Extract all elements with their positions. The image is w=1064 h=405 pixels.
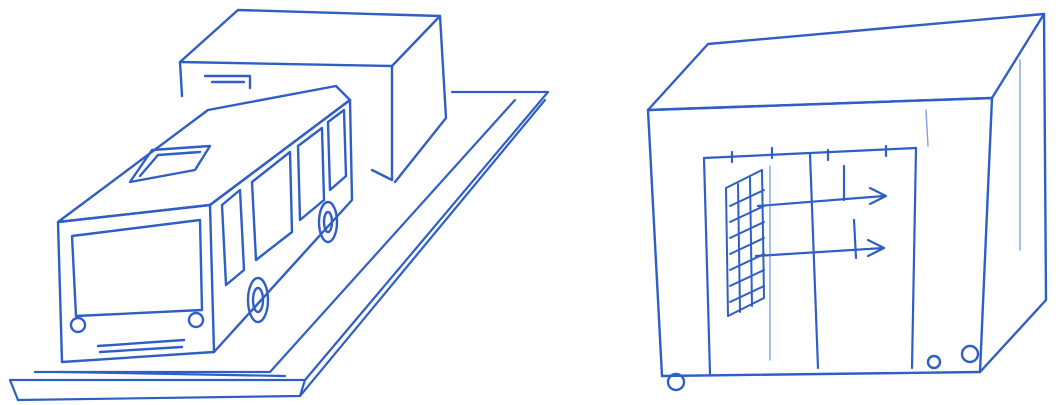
- bus-scanner-sketch: [0, 0, 560, 405]
- scanner-gate: [180, 10, 446, 182]
- bus-scanner-drawing: [0, 0, 560, 405]
- scanner-tunnel-sketch: [600, 0, 1064, 405]
- scanner-tunnel-drawing: [600, 0, 1064, 405]
- tunnel-opening: [704, 146, 916, 374]
- bus-body: [58, 86, 352, 362]
- detector-panel: [726, 170, 764, 316]
- tunnel-housing: [648, 14, 1046, 390]
- road-platform: [10, 92, 548, 400]
- scan-beam-arrows: [756, 166, 886, 258]
